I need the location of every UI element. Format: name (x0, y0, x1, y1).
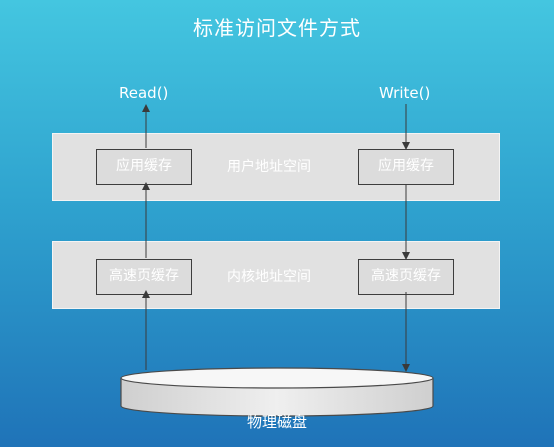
write-call-label: Write() (379, 84, 431, 102)
kernel-page-cache-right: 高速页缓存 (358, 259, 454, 295)
user-app-cache-left: 应用缓存 (96, 149, 192, 185)
user-space-label: 用户地址空间 (227, 159, 311, 175)
kernel-space-label: 内核地址空间 (227, 269, 311, 285)
disk-cylinder (120, 367, 434, 417)
slide-title: 标准访问文件方式 (193, 16, 361, 40)
kernel-space-band: 高速页缓存 内核地址空间 高速页缓存 (52, 241, 500, 309)
user-space-band: 应用缓存 用户地址空间 应用缓存 (52, 133, 500, 201)
disk-label: 物理磁盘 (246, 413, 307, 431)
kernel-page-cache-left: 高速页缓存 (96, 259, 192, 295)
read-call-label: Read() (119, 84, 169, 102)
